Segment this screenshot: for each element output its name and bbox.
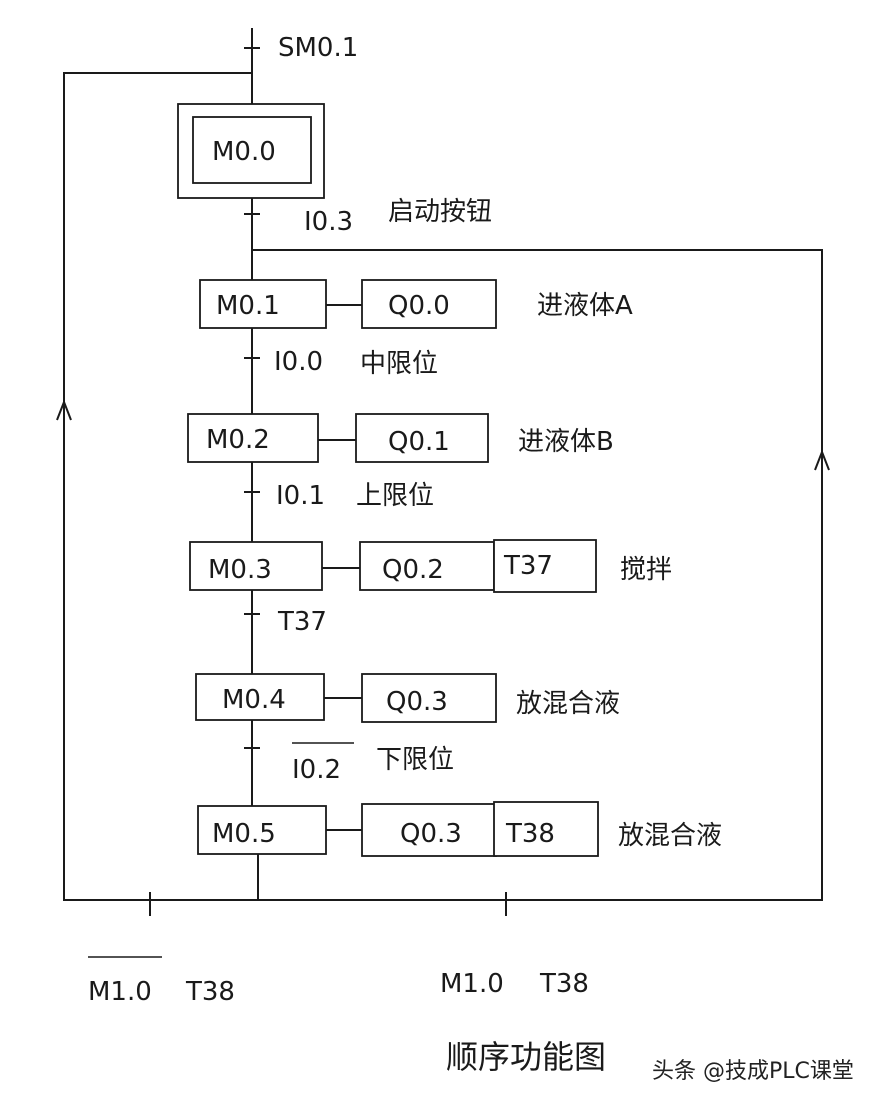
- step-m03-description: 搅拌: [620, 555, 672, 585]
- step-m05-label: M0.5: [212, 819, 276, 849]
- step-m01-description: 进液体A: [537, 291, 633, 321]
- step-m03-box: [189, 541, 323, 591]
- step-m02-action-box: [355, 413, 489, 463]
- loop-left-condition-b: T38: [185, 977, 235, 1007]
- step-m03-output: Q0.2: [382, 555, 444, 585]
- step-m03-timer: T37: [503, 551, 553, 581]
- step-m05-timer-box: [493, 801, 599, 857]
- transition-2-condition: I0.0: [274, 347, 323, 377]
- step-m02-output: Q0.1: [388, 427, 450, 457]
- step-m05-timer: T38: [505, 819, 555, 849]
- step-m01-action-box: [361, 279, 497, 329]
- step-m03-label: M0.3: [208, 555, 272, 585]
- initial-step-inner: [192, 116, 312, 184]
- step-m05-description: 放混合液: [618, 821, 722, 851]
- right-return-line: [252, 249, 823, 901]
- diagram-caption: 顺序功能图: [446, 1038, 606, 1076]
- step-m05-action-box: [361, 803, 497, 857]
- transition-5-description: 下限位: [376, 745, 454, 775]
- loop-right-condition-a: M1.0: [440, 969, 504, 999]
- initial-step-label: M0.0: [212, 137, 276, 167]
- right-return-arrow: [814, 449, 830, 471]
- step-m04-output: Q0.3: [386, 687, 448, 717]
- step-m01-label: M0.1: [216, 291, 280, 321]
- step-m05-box: [197, 805, 327, 855]
- watermark: 头条 @技成PLC课堂: [652, 1059, 854, 1084]
- transition-3-condition: I0.1: [276, 481, 325, 511]
- step-m02-description: 进液体B: [518, 427, 614, 457]
- loop-right-condition-b: T38: [539, 969, 589, 999]
- transition-4-condition: T37: [277, 607, 327, 637]
- initial-condition-label: SM0.1: [278, 33, 358, 63]
- step-m04-description: 放混合液: [516, 689, 620, 719]
- step-m05-output: Q0.3: [400, 819, 462, 849]
- transition-1-description: 启动按钮: [388, 197, 492, 227]
- step-m03-timer-box: [493, 539, 597, 593]
- step-m02-box: [187, 413, 319, 463]
- transition-3-description: 上限位: [356, 481, 434, 511]
- step-m01-output: Q0.0: [388, 291, 450, 321]
- step-m04-box: [195, 673, 325, 721]
- loop-left-condition-a: M1.0: [88, 977, 152, 1007]
- step-m03-action-box: [359, 541, 495, 591]
- transition-1-condition: I0.3: [304, 207, 353, 237]
- step-m04-label: M0.4: [222, 685, 286, 715]
- step-m02-label: M0.2: [206, 425, 270, 455]
- transition-2-description: 中限位: [360, 349, 438, 379]
- left-return-arrow: [56, 399, 72, 421]
- left-return-line: [63, 72, 258, 901]
- transition-5-condition: I0.2: [292, 755, 341, 785]
- step-m04-action-box: [361, 673, 497, 723]
